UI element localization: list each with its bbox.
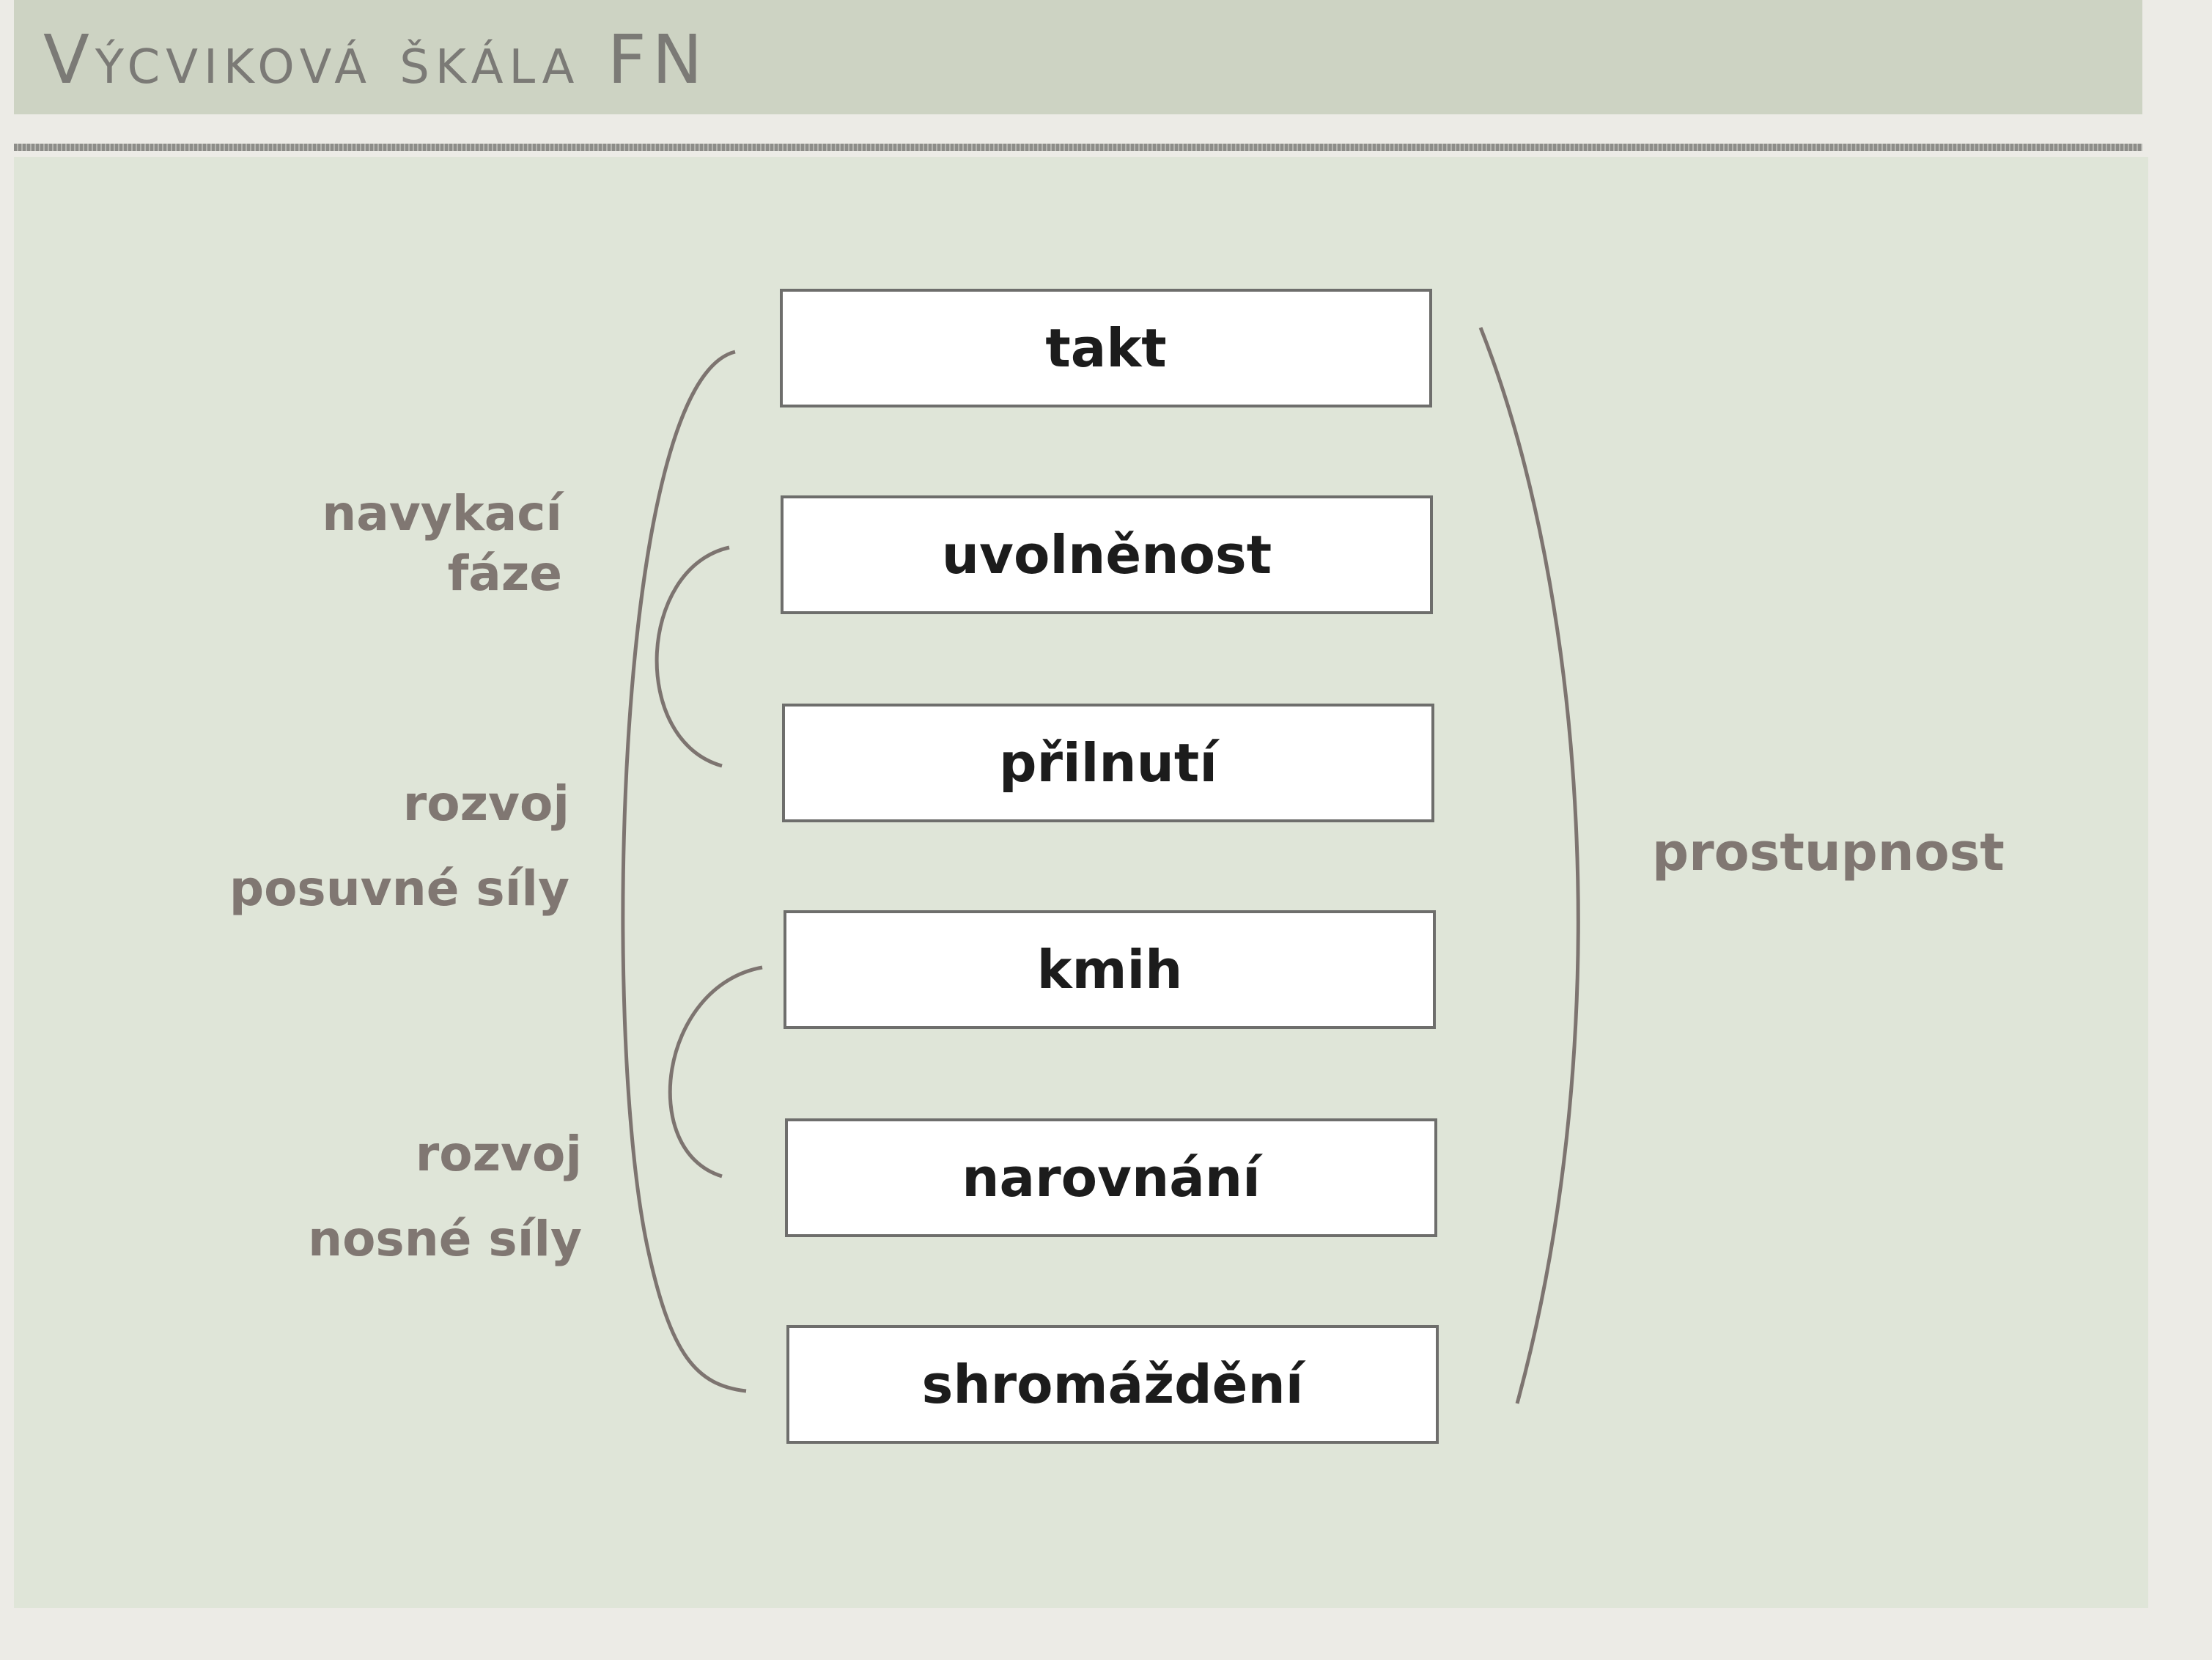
phase-label-navykaci: navykací fáze xyxy=(322,485,562,602)
outer-left-bracket xyxy=(621,350,747,1393)
title-divider xyxy=(14,144,2142,151)
inner-bracket-nosne xyxy=(668,965,763,1178)
right-label-prostupnost: prostupnost xyxy=(1652,822,2005,882)
step-box-takt: takt xyxy=(780,289,1432,407)
title-bar: Výcviková škála FN xyxy=(14,0,2142,114)
phase-label-posuvne: rozvoj posuvné síly xyxy=(229,775,569,917)
step-box-prilnuti: přilnutí xyxy=(782,704,1434,822)
inner-bracket-navykaci xyxy=(655,545,730,768)
right-bracket-prostupnost xyxy=(1478,327,1580,1404)
phase-label-nosne: rozvoj nosné síly xyxy=(308,1126,582,1267)
step-box-uvolnenost: uvolněnost xyxy=(781,495,1433,614)
step-box-kmih: kmih xyxy=(784,910,1436,1029)
step-box-narovnani: narovnání xyxy=(785,1118,1437,1237)
page-title: Výcviková škála FN xyxy=(43,21,709,99)
step-box-shromazdeni: shromáždění xyxy=(786,1325,1439,1444)
